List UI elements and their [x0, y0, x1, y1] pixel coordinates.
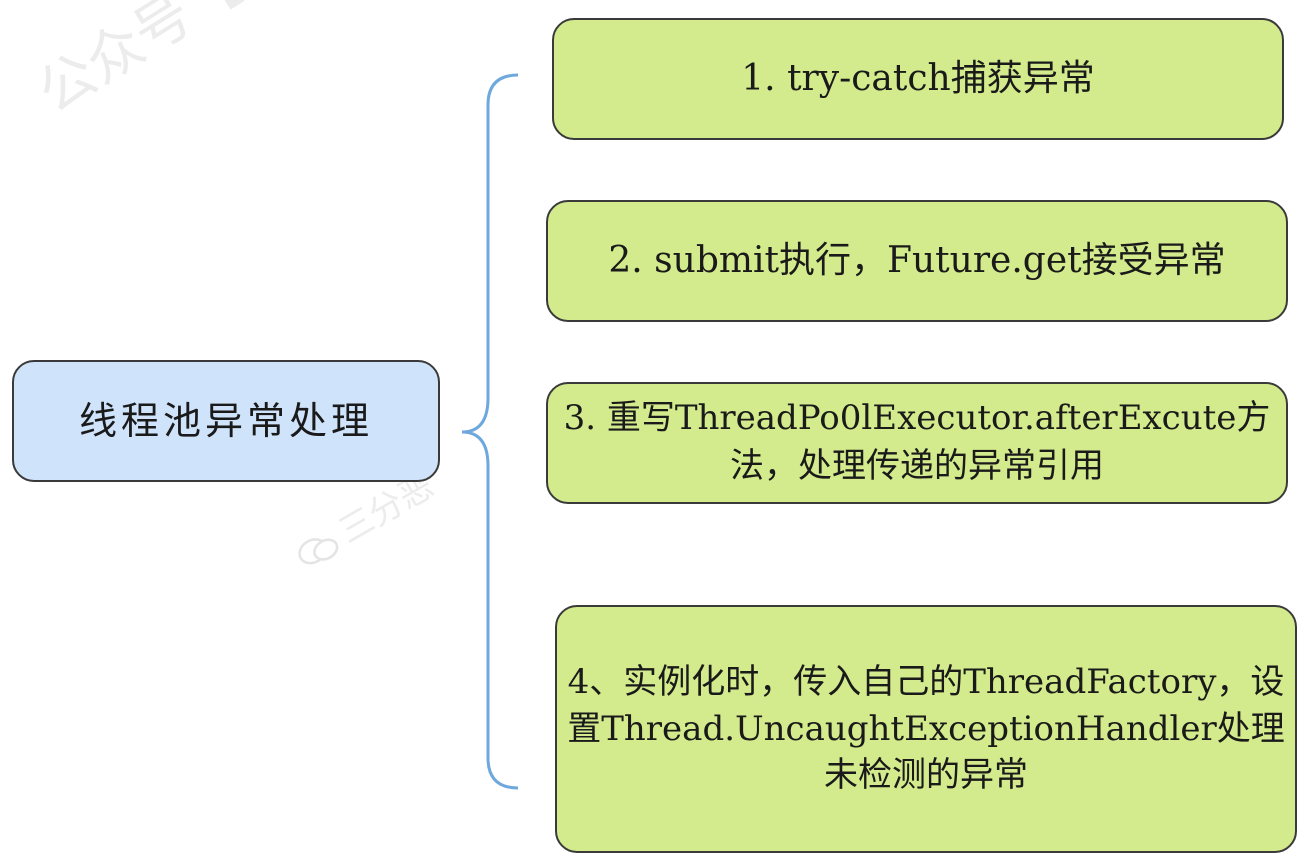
root-node: 线程池异常处理: [12, 360, 440, 482]
brace-connector: [461, 73, 519, 790]
branch-label-1: 1. try-catch捕获异常: [741, 57, 1095, 99]
branch-node-2: 2. submit执行，Future.get接受异常: [546, 200, 1288, 322]
branch-node-3: 3. 重写ThreadPo0lExecutor.afterExcute方法，处理…: [546, 382, 1288, 504]
root-label: 线程池异常处理: [78, 398, 373, 443]
branch-label-2: 2. submit执行，Future.get接受异常: [608, 239, 1226, 281]
branch-node-4: 4、实例化时，传入自己的ThreadFactory，设置Thread.Uncau…: [555, 605, 1297, 853]
branch-label-4: 4、实例化时，传入自己的ThreadFactory，设置Thread.Uncau…: [567, 661, 1285, 796]
branch-label-3: 3. 重写ThreadPo0lExecutor.afterExcute方法，处理…: [563, 398, 1271, 486]
branch-node-1: 1. try-catch捕获异常: [552, 18, 1284, 140]
